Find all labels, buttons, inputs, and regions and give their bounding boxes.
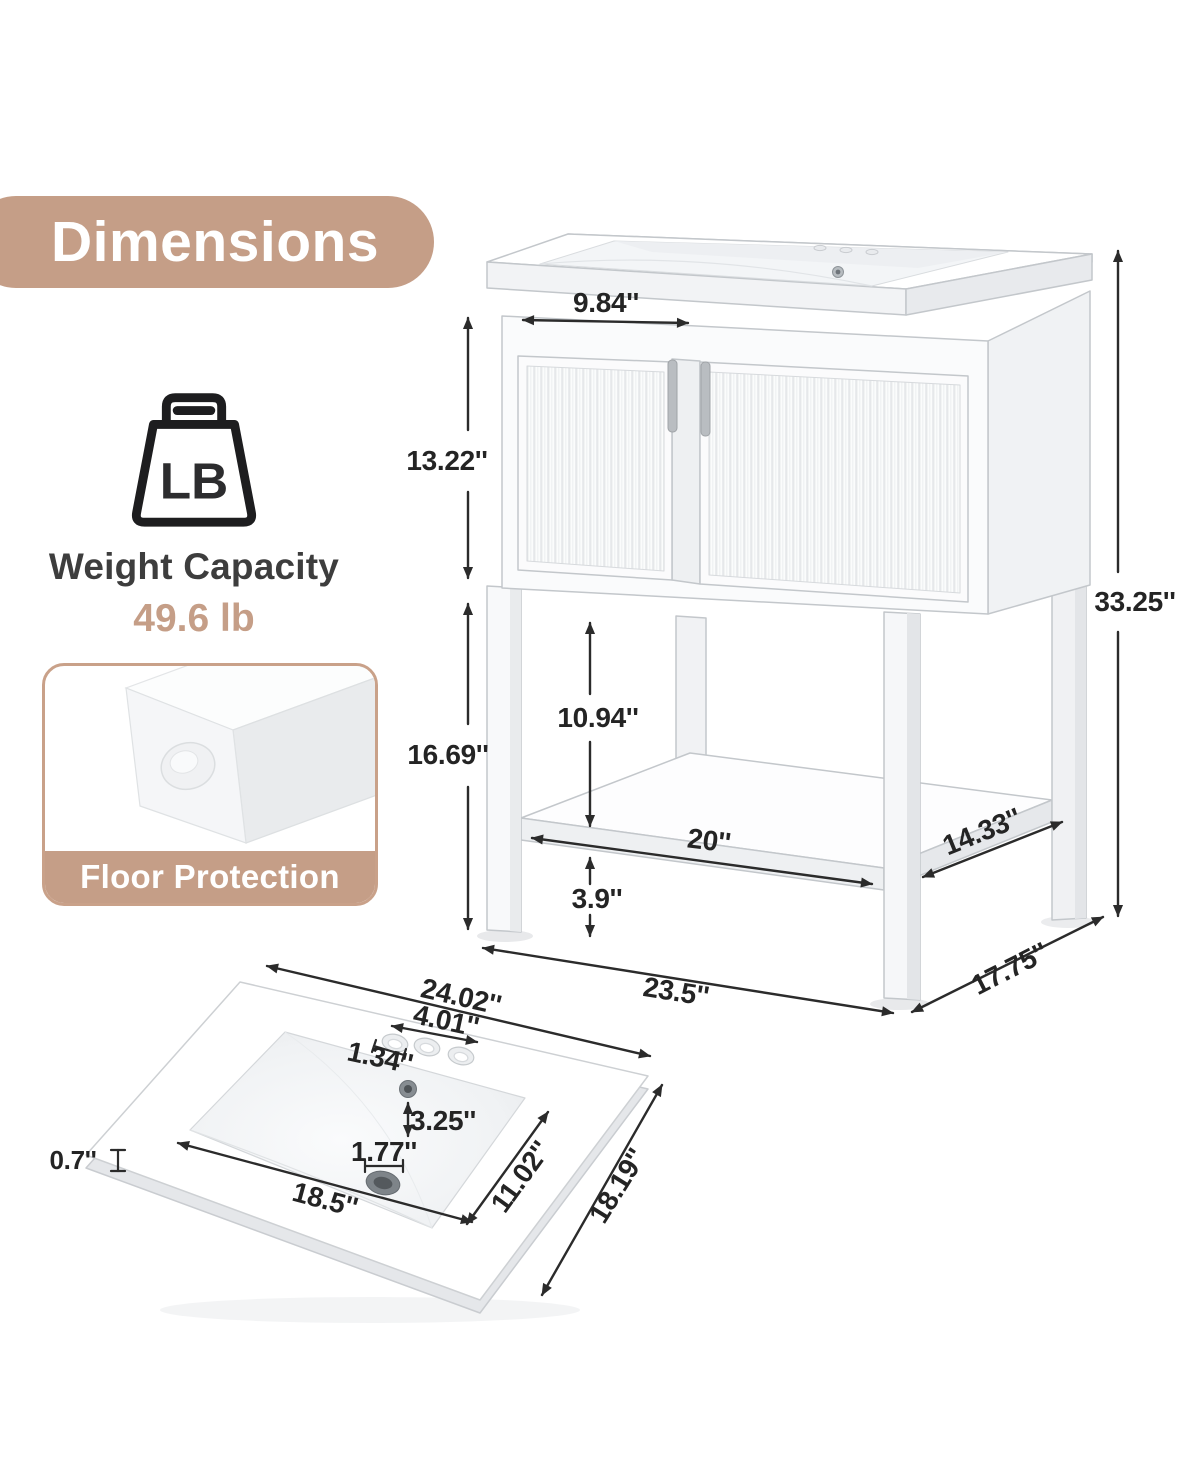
dim-label-bottom-clearance: 3.9'' — [571, 883, 623, 914]
bracket-drain-size — [363, 1158, 405, 1174]
arrow-door-width — [521, 315, 690, 328]
dim-label-drain-size: 1.77'' — [350, 1136, 418, 1167]
dim-label-shelf-width: 20'' — [685, 822, 733, 859]
door-handle-left — [667, 359, 678, 433]
floor-protection-caption-band: Floor Protection — [45, 851, 375, 903]
dim-label-leg-section-height: 16.69'' — [407, 739, 489, 770]
floor-protection-box: Floor Protection — [42, 663, 378, 906]
counter-faucet-hole-center — [832, 266, 844, 278]
dimension-arrows — [109, 249, 1124, 1297]
dim-label-shelf-clearance: 10.94'' — [557, 702, 639, 733]
dim-label-edge-thickness: 0.7'' — [49, 1145, 97, 1175]
vanity-illustration — [477, 233, 1095, 1010]
vanity-back-right-leg — [1051, 581, 1087, 921]
vanity-right-door — [699, 361, 969, 603]
door-handle-right — [700, 361, 711, 437]
arrow-overall-depth — [910, 915, 1105, 1014]
dim-label-overall-height: 33.25'' — [1094, 586, 1176, 617]
arrow-faucet-spread — [390, 1023, 479, 1045]
dim-label-overflow-offset: 3.25'' — [409, 1105, 477, 1136]
weight-icon-text: LB — [160, 452, 228, 510]
weight-capacity-value: 49.6 lb — [133, 597, 255, 640]
dim-label-door-section-height: 13.22'' — [406, 445, 488, 476]
sink-overflow-hole — [399, 1080, 417, 1098]
counter-faucet-holes — [813, 244, 879, 256]
arrow-sink-depth — [540, 1083, 664, 1297]
vanity-front-right-leg — [883, 611, 921, 1001]
leg-foot-pad-image — [124, 666, 375, 844]
vanity-side-panel — [987, 290, 1091, 615]
dim-label-door-width: 9.84'' — [572, 287, 640, 318]
arrow-overall-width — [481, 944, 895, 1017]
vanity-front-left-leg — [486, 585, 522, 933]
arrow-shelf-width — [530, 834, 874, 888]
floor-pad-icon — [160, 741, 216, 791]
floor-protection-caption: Floor Protection — [80, 858, 340, 895]
arrow-shelf-depth — [921, 820, 1064, 879]
section-title-pill: Dimensions — [0, 196, 434, 288]
weight-capacity-label: Weight Capacity — [48, 546, 340, 587]
weight-capacity-block: LB Weight Capacity 49.6 lb — [28, 382, 360, 641]
bracket-edge-thickness — [109, 1148, 127, 1173]
arrow-basin-depth — [465, 1110, 550, 1226]
bracket-hole-size — [370, 1038, 408, 1063]
vanity-countertop — [486, 233, 1093, 316]
arrow-sink-width — [265, 963, 652, 1059]
page-title: Dimensions — [50, 210, 380, 274]
vanity-back-left-leg — [675, 615, 707, 769]
vanity-left-door — [517, 355, 673, 581]
weight-lb-icon: LB — [131, 393, 257, 527]
sink-shadow — [160, 1297, 580, 1323]
arrow-basin-width — [176, 1140, 474, 1225]
